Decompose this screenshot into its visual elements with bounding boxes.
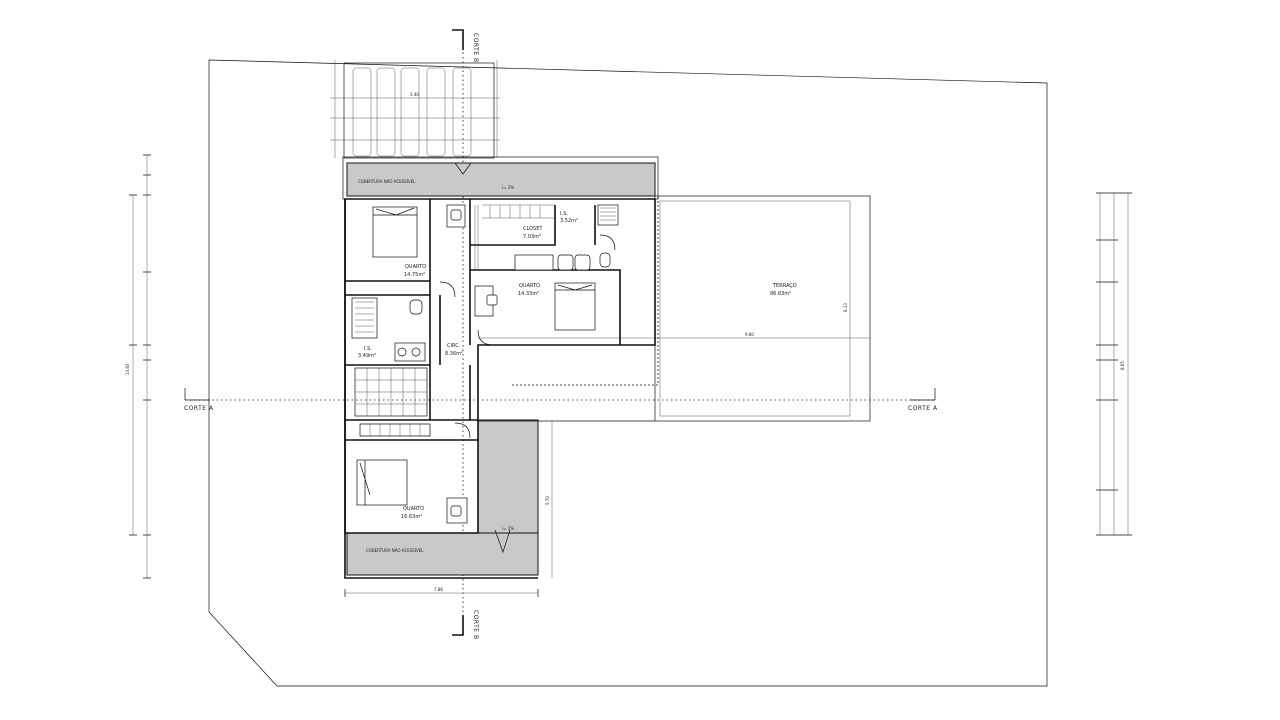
left-total-dimension: 13.83	[125, 363, 130, 375]
building-outline	[344, 198, 656, 534]
toilet-is-2	[409, 299, 423, 315]
room-is-1-area: 3.52m²	[560, 218, 578, 224]
terrace-area: 86.63m²	[770, 291, 791, 297]
room-quarto-2-name: QUARTO	[519, 283, 540, 289]
terrace	[654, 195, 871, 422]
chair-quarto-3	[450, 505, 462, 517]
vanity-is-2	[394, 342, 426, 362]
shower-is-2	[351, 297, 378, 339]
section-a-right-label: CORTE A	[908, 405, 938, 412]
bed-quarto-2	[554, 282, 596, 331]
section-a-left-label: CORTE A	[184, 405, 214, 412]
site-boundary	[208, 59, 1048, 687]
room-quarto-1-area: 14.75m²	[404, 272, 425, 278]
top-roof-label: COBERTURA NÃO ACESSÍVEL	[358, 179, 416, 184]
bottom-roof	[346, 532, 539, 576]
terrace-width-dimension: 9.80	[745, 332, 754, 337]
bed-quarto-3	[356, 459, 408, 506]
sink-is-1a	[557, 254, 574, 271]
staircase	[354, 367, 431, 437]
room-quarto-1-name: QUARTO	[405, 264, 426, 270]
section-a-left-marker	[184, 388, 210, 401]
dimension-chain-left: 13.83	[125, 154, 151, 579]
room-quarto-3-name: QUARTO	[403, 506, 424, 512]
section-b-bottom-label: CORTE B	[472, 610, 479, 640]
sink-is-1b	[574, 254, 591, 271]
chair-quarto-1	[450, 209, 462, 221]
bottom-roof-slope: i= 2%	[502, 526, 514, 531]
room-is-2-name: I.S.	[364, 346, 372, 352]
right-total-dimension: 8.65	[1120, 361, 1125, 370]
vanity-is-1	[514, 254, 554, 271]
room-closet-name: CLOSET	[523, 226, 543, 232]
room-is-1-name: I.S.	[560, 211, 568, 217]
top-roof	[346, 162, 656, 197]
terrace-name: TERRAÇO	[772, 283, 797, 289]
bottom-total-dimension: 7.86	[434, 587, 443, 592]
room-closet-area: 7.03m²	[523, 234, 541, 240]
room-quarto-3-area: 16.63m²	[401, 514, 422, 520]
section-b-top-label: CORTE B	[472, 33, 479, 63]
dimension-chain-mid: 5.70	[545, 421, 553, 578]
room-quarto-2-area: 14.33m²	[518, 291, 539, 297]
section-b-top-marker	[452, 29, 464, 50]
chair-quarto-2	[486, 294, 498, 306]
pergola: 3.40	[330, 60, 500, 159]
room-circ-area: 8.36m²	[445, 351, 463, 357]
section-b-bottom-marker	[452, 615, 464, 636]
bed-quarto-1	[372, 206, 418, 258]
pergola-width-dimension: 3.40	[410, 92, 419, 97]
top-roof-slope: i= 2%	[502, 185, 514, 190]
bottom-roof-label: COBERTURA NÃO ACESSÍVEL	[366, 548, 424, 553]
terrace-height-dimension: 8.13	[843, 303, 848, 312]
closet-shelves	[474, 204, 555, 270]
mid-vertical-dimension: 5.70	[545, 496, 550, 505]
section-a-right-marker	[910, 388, 936, 401]
dimension-chain-right: 8.65	[1096, 192, 1132, 536]
dimension-chain-bottom: 7.86	[344, 587, 539, 597]
room-is-2-area: 3.49m²	[358, 353, 376, 359]
room-circ-name: CIRC.	[447, 343, 461, 349]
toilet-is-1	[599, 252, 611, 268]
